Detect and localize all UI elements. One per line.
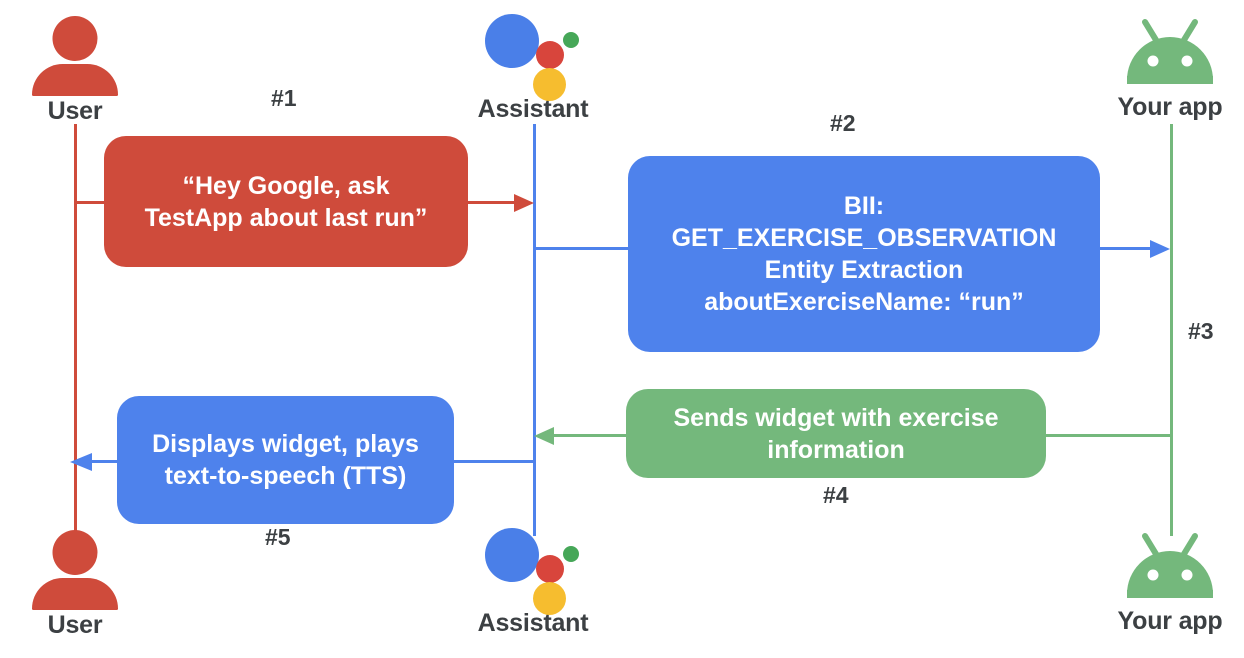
- google-assistant-icon: [485, 522, 581, 615]
- actor-your-app-bottom-label: Your app: [1117, 607, 1223, 635]
- message-5-line-2: text-to-speech (TTS): [164, 462, 407, 490]
- lifeline-user: [74, 124, 77, 536]
- message-4-line-2: information: [767, 435, 905, 464]
- message-box-4: Sends widget with exercise information: [626, 389, 1046, 478]
- message-box-2: BII: GET_EXERCISE_OBSERVATION Entity Ext…: [628, 156, 1100, 352]
- android-robot-icon: [1120, 528, 1220, 604]
- actor-assistant-bottom: Assistant: [458, 522, 608, 636]
- message-4-line-1: Sends widget with exercise: [673, 403, 999, 432]
- step-label-5: #5: [265, 524, 291, 550]
- message-1-line-2: TestApp about last run”: [144, 203, 428, 232]
- flow-line-2: [533, 247, 643, 250]
- flow-arrow-5: [70, 453, 92, 471]
- message-1-line-1: “Hey Google, ask: [182, 171, 390, 200]
- message-2-line-3: Entity Extraction: [764, 256, 964, 284]
- actor-user-top: User: [0, 16, 150, 124]
- actor-user-bottom: User: [0, 530, 150, 638]
- flow-line-4b: [553, 434, 633, 437]
- flow-arrow-2: [1150, 240, 1170, 258]
- actor-assistant-top-label: Assistant: [477, 95, 589, 123]
- message-box-1: “Hey Google, ask TestApp about last run”: [104, 136, 468, 267]
- actor-assistant-bottom-label: Assistant: [477, 609, 589, 637]
- message-box-5: Displays widget, plays text-to-speech (T…: [117, 396, 454, 524]
- step-label-4: #4: [823, 482, 849, 508]
- lifeline-assistant: [533, 124, 536, 536]
- actor-your-app-bottom: Your app: [1095, 528, 1244, 634]
- google-assistant-icon: [485, 8, 581, 101]
- actor-your-app-top-label: Your app: [1117, 93, 1223, 121]
- flow-line-5b: [91, 460, 127, 463]
- actor-assistant-top: Assistant: [458, 8, 608, 122]
- flow-line-4: [1043, 434, 1172, 437]
- actor-user-top-label: User: [47, 97, 103, 125]
- user-icon: [32, 530, 118, 610]
- user-icon: [32, 16, 118, 96]
- actor-your-app-top: Your app: [1095, 14, 1244, 120]
- message-2-line-2: GET_EXERCISE_OBSERVATION: [671, 224, 1057, 252]
- android-robot-icon: [1120, 14, 1220, 90]
- flow-arrow-4: [534, 427, 554, 445]
- flow-line-5: [440, 460, 536, 463]
- actor-user-bottom-label: User: [47, 611, 103, 639]
- flow-arrow-1: [514, 194, 534, 212]
- message-2-line-1: BII:: [843, 192, 885, 220]
- lifeline-your-app: [1170, 124, 1173, 536]
- message-5-line-1: Displays widget, plays: [152, 430, 419, 458]
- step-label-2: #2: [830, 110, 856, 136]
- flow-line-2b: [1096, 247, 1156, 250]
- step-label-1: #1: [271, 85, 297, 111]
- message-2-line-4: aboutExerciseName: “run”: [704, 288, 1024, 316]
- step-label-3: #3: [1188, 318, 1214, 344]
